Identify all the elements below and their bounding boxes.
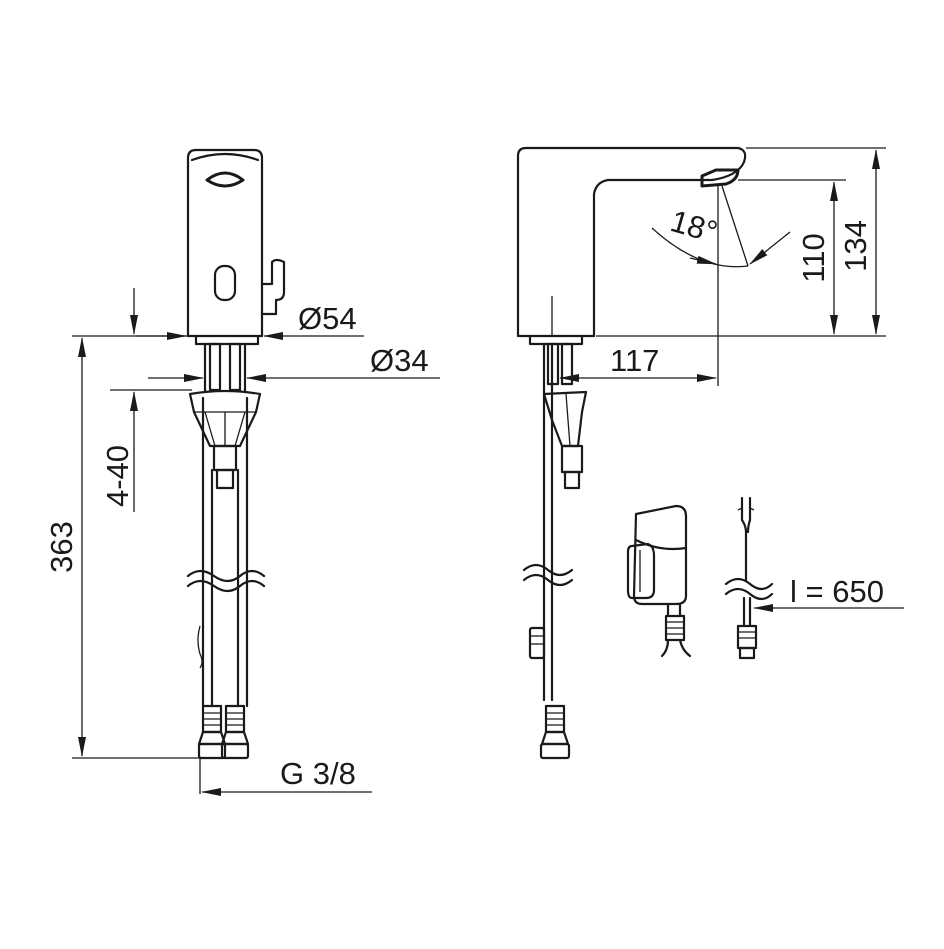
faucet-top-cap <box>190 152 260 162</box>
side-view <box>516 146 747 760</box>
dim-deck-thickness: 4-40 <box>100 445 135 507</box>
faucet-body-front <box>186 148 264 338</box>
dim-projection: 117 <box>610 343 659 378</box>
front-dimensions: 363 4-40 Ø54 Ø34 G 3/8 <box>44 288 440 796</box>
hose-connector-left <box>197 704 227 760</box>
dim-thread: G 3/8 <box>280 756 356 791</box>
dim-spray-angle: 18° <box>667 203 722 250</box>
sensor-window <box>213 264 237 302</box>
dim-cable-length: l = 650 <box>790 574 884 609</box>
dim-diameter-54: Ø54 <box>298 301 357 336</box>
front-view <box>186 148 286 760</box>
fixing-cone-side <box>542 390 588 448</box>
aerator-side <box>700 168 740 188</box>
dim-spout-height: 110 <box>796 233 831 282</box>
hose-connector-right <box>220 704 250 760</box>
side-lever <box>260 258 286 316</box>
dim-diameter-34: Ø34 <box>370 343 429 378</box>
neck-front <box>194 334 260 346</box>
dim-body-height: 134 <box>838 220 873 272</box>
control-box <box>632 504 688 606</box>
faucet-body-side <box>516 146 747 338</box>
aerator-front <box>205 171 245 188</box>
break-mark-front <box>186 569 266 583</box>
control-unit <box>626 504 692 658</box>
power-cable: l = 650 <box>724 496 904 660</box>
dim-total-height: 363 <box>44 521 79 573</box>
